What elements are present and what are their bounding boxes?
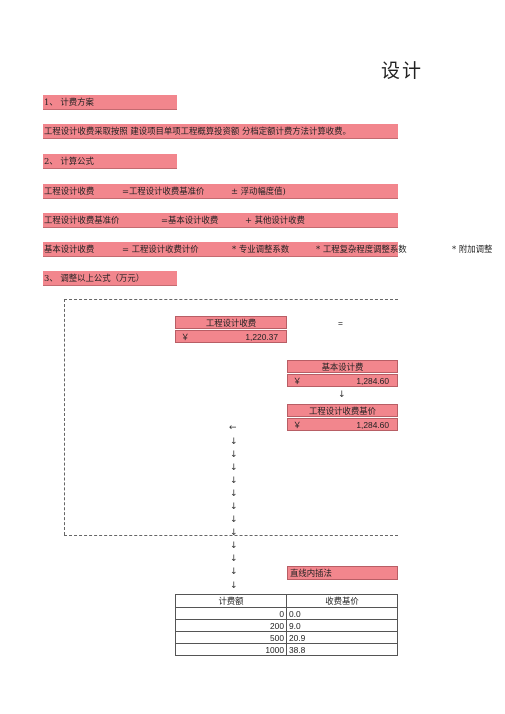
formula3-rhs: = 工程设计收费计价 [122, 244, 199, 254]
arrow-down-icon: ↓ [230, 567, 238, 577]
fee-rate-table: 计费额 收费基价 0 0.0 200 9.0 500 20.9 1000 38.… [175, 594, 398, 656]
arrow-down-icon: ↓ [230, 502, 238, 512]
cell-base-price: 9.0 [286, 619, 398, 632]
formula-row-1 [43, 184, 398, 199]
table-row: 200 9.0 [175, 619, 398, 632]
formula3-lhs: 基本设计收费 [44, 244, 95, 254]
cell-base-price: 20.9 [286, 631, 398, 644]
formula2-lhs: 工程设计收费基准价 [44, 215, 120, 225]
formula-row-3 [43, 242, 398, 257]
interpolation-label: 直线内插法 [287, 566, 398, 580]
frame-top-border [64, 299, 398, 300]
section-heading-plan: 1、 计费方案 [43, 95, 177, 110]
formula3-factor3: * 附加调整 [452, 244, 493, 254]
arrow-down-icon: ↓ [230, 463, 238, 473]
arrow-down-icon: ↓ [230, 476, 238, 486]
design-fee-value-cell: ￥ 1,220.37 [175, 330, 287, 343]
table-row: 1000 38.8 [175, 643, 398, 656]
cell-base-price: 0.0 [286, 607, 398, 620]
arrow-down-icon: ↓ [230, 541, 238, 551]
base-price-currency: ￥ [293, 420, 302, 430]
frame-bottom-border [64, 535, 398, 536]
arrow-down-icon: ↓ [230, 528, 238, 538]
plan-description: 工程设计收费采取按照 建设项目单项工程概算投资额 分档定额计费方法计算收费。 [43, 124, 398, 139]
table-row: 0 0.0 [175, 607, 398, 620]
equals-sign: = [338, 318, 343, 328]
page-title: 设计 [381, 60, 424, 82]
formula1-tail: ± 浮动幅度值) [231, 186, 286, 196]
base-price-value-cell: ￥ 1,284.60 [287, 418, 398, 431]
section-heading-formula: 2、 计算公式 [43, 154, 177, 169]
cell-fee-amount: 1000 [175, 643, 287, 656]
formula-row-2 [43, 213, 398, 228]
arrow-down-icon: ↓ [230, 450, 238, 460]
arrow-down-icon: ↓ [230, 515, 238, 525]
design-fee-currency: ￥ [181, 332, 190, 342]
section-heading-adjust: 3、 调整以上公式（万元） [43, 271, 177, 286]
base-price-label: 工程设计收费基价 [287, 404, 398, 417]
design-fee-value: 1,220.37 [245, 332, 278, 342]
arrow-down-icon: ↓ [230, 554, 238, 564]
cell-fee-amount: 500 [175, 631, 287, 644]
formula2-tail: + 其他设计收费 [245, 215, 305, 225]
arrow-down-icon: ↓ [230, 581, 238, 591]
formula3-factor1: * 专业调整系数 [232, 244, 290, 254]
header-base-price: 收费基价 [286, 594, 398, 608]
table-row: 500 20.9 [175, 631, 398, 644]
arrow-down-icon: ↓ [230, 489, 238, 499]
basic-fee-value-cell: ￥ 1,284.60 [287, 374, 398, 387]
cell-fee-amount: 200 [175, 619, 287, 632]
frame-left-border [64, 299, 65, 535]
header-fee-amount: 计费额 [175, 594, 287, 608]
arrow-down-icon: ↓ [230, 437, 238, 447]
table-header-row: 计费额 收费基价 [175, 594, 398, 608]
base-price-value: 1,284.60 [356, 420, 389, 430]
design-fee-label: 工程设计收费 [175, 316, 287, 329]
cell-base-price: 38.8 [286, 643, 398, 656]
basic-fee-value: 1,284.60 [356, 376, 389, 386]
formula3-factor2: * 工程复杂程度调整系数 [316, 244, 407, 254]
formula1-lhs: 工程设计收费 [44, 186, 95, 196]
basic-fee-currency: ￥ [293, 376, 302, 386]
formula1-rhs: =工程设计收费基准价 [122, 186, 205, 196]
cell-fee-amount: 0 [175, 607, 287, 620]
arrow-down-icon: ↓ [338, 390, 346, 400]
basic-fee-label: 基本设计费 [287, 360, 398, 373]
arrow-left-icon: ← [229, 423, 237, 433]
formula2-rhs: =基本设计收费 [161, 215, 219, 225]
